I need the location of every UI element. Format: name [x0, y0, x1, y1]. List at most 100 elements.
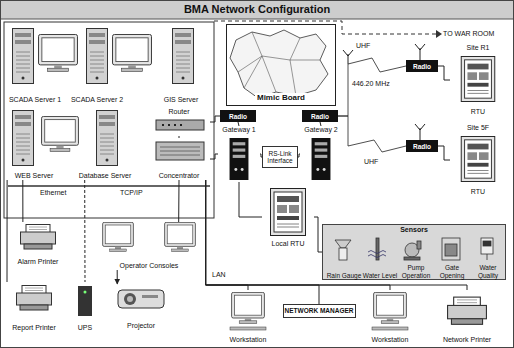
console-icons: [103, 222, 134, 251]
node-label: Site R1: [467, 44, 490, 52]
annotation-label: Ethernet: [40, 189, 66, 197]
node-label: Router: [168, 108, 189, 116]
node-label: Gateway 1: [222, 126, 255, 134]
node-label: RTU: [471, 188, 485, 196]
connector: [84, 180, 85, 282]
sensor-icons: [339, 248, 347, 260]
connector: [320, 122, 321, 126]
annotation-label: UHF: [356, 42, 370, 50]
radio-box: Radio: [220, 110, 256, 122]
server-icons: [173, 29, 194, 84]
node-label: Concentrator: [159, 172, 199, 180]
ups-icon: [78, 286, 92, 316]
node-label: RS-Link Interface: [264, 150, 296, 165]
printer-icons: [21, 225, 56, 250]
sensor-panel-ground: [322, 224, 506, 280]
node-label: GIS Server: [164, 96, 199, 104]
radio-box: Radio: [406, 140, 438, 152]
router-icon: [162, 124, 182, 126]
connector: [206, 180, 467, 290]
sensor-icons: [483, 241, 491, 246]
sensor-icons: [445, 244, 457, 256]
sensor: Pump Operation: [397, 237, 435, 279]
projector-icon: [118, 290, 164, 308]
network-printer: Network Printer: [432, 290, 502, 344]
node-label: Radio: [229, 113, 247, 120]
connector: [117, 270, 118, 284]
concentrator-icon: [156, 142, 204, 160]
node-label: Network Printer: [443, 336, 491, 344]
concentrator: Concentrator: [148, 138, 210, 180]
server-icons: [97, 111, 118, 166]
server-icons: [42, 116, 79, 151]
connector: [314, 217, 322, 252]
server-enclosure: [4, 22, 214, 218]
node-label: WEB Server: [15, 172, 54, 180]
sensor-icons: [417, 241, 421, 249]
connector: [438, 66, 450, 80]
printer-icons: [448, 297, 487, 324]
server-icons: [13, 111, 34, 166]
projector-icon: [127, 296, 133, 302]
sensor-icons: [368, 251, 386, 258]
network-manager-box: NETWORK MANAGER: [283, 304, 356, 318]
operator-console: Operator Consoles: [96, 222, 202, 270]
connector: [210, 154, 218, 159]
sensor-icons: [487, 254, 488, 260]
printer: Report Printer: [4, 282, 64, 332]
node-label: SCADA Server 1: [9, 96, 61, 104]
server-icons: [87, 29, 108, 84]
node-label: Mimic Board: [255, 93, 307, 102]
node-label: Gate Opening: [433, 264, 471, 279]
rtu-cabinets: [461, 56, 495, 101]
node-label: NETWORK MANAGER: [285, 307, 354, 315]
node-label: Water Quality: [469, 264, 507, 279]
ups-icon: [84, 291, 87, 294]
antennas: [343, 44, 425, 140]
connector: [239, 182, 262, 217]
rtu-cabinet: Local RTU: [262, 186, 314, 248]
node-label: Workstation: [372, 336, 409, 344]
title-band: [0, 0, 514, 19]
rtu-cabinets: [461, 136, 495, 181]
rtu-cabinet: Site R1RTU: [450, 44, 506, 116]
annotation-label: LAN: [212, 271, 226, 279]
node-label: Radio: [413, 143, 431, 150]
sensor-icons: [442, 238, 460, 260]
rtu-cabinets: [271, 189, 306, 236]
annotation-label: 446.20 MHz: [352, 80, 390, 88]
annotation-label: UHF: [364, 158, 378, 166]
map: [238, 32, 320, 96]
rtu-cabinet: Site 5F RTU: [450, 124, 506, 196]
connector: [438, 146, 450, 160]
printer: Alarm Printer: [10, 222, 66, 266]
node-label: UPS: [78, 324, 92, 332]
connector: [22, 180, 23, 222]
projector-icon: [124, 293, 136, 305]
router: Router: [148, 108, 210, 136]
gateway: Gateway 2: [300, 126, 342, 182]
node-label: Site 5F: [467, 124, 489, 132]
node-label: Rain Gauge: [327, 272, 362, 280]
node-label: Radio: [311, 113, 329, 120]
workstation-icons: [230, 327, 266, 330]
ups-icon: [78, 286, 92, 316]
projector: Projector: [108, 284, 174, 330]
antennas: [415, 124, 425, 140]
server: WEB Server: [6, 108, 62, 180]
connector: [238, 122, 239, 126]
node-label: SCADA Server 2: [71, 96, 123, 104]
sensor: Gate Opening: [433, 237, 471, 279]
sensor-icons: [335, 240, 351, 248]
map: [230, 30, 328, 98]
node-label: Report Printer: [12, 324, 56, 332]
antennas: [415, 44, 425, 60]
server-icons: [113, 34, 152, 71]
interface-box: RS-Link Interface: [262, 146, 298, 168]
connector: [179, 136, 180, 138]
node-label: Sensors: [400, 226, 428, 234]
mimic-board: Mimic Board: [226, 24, 336, 106]
